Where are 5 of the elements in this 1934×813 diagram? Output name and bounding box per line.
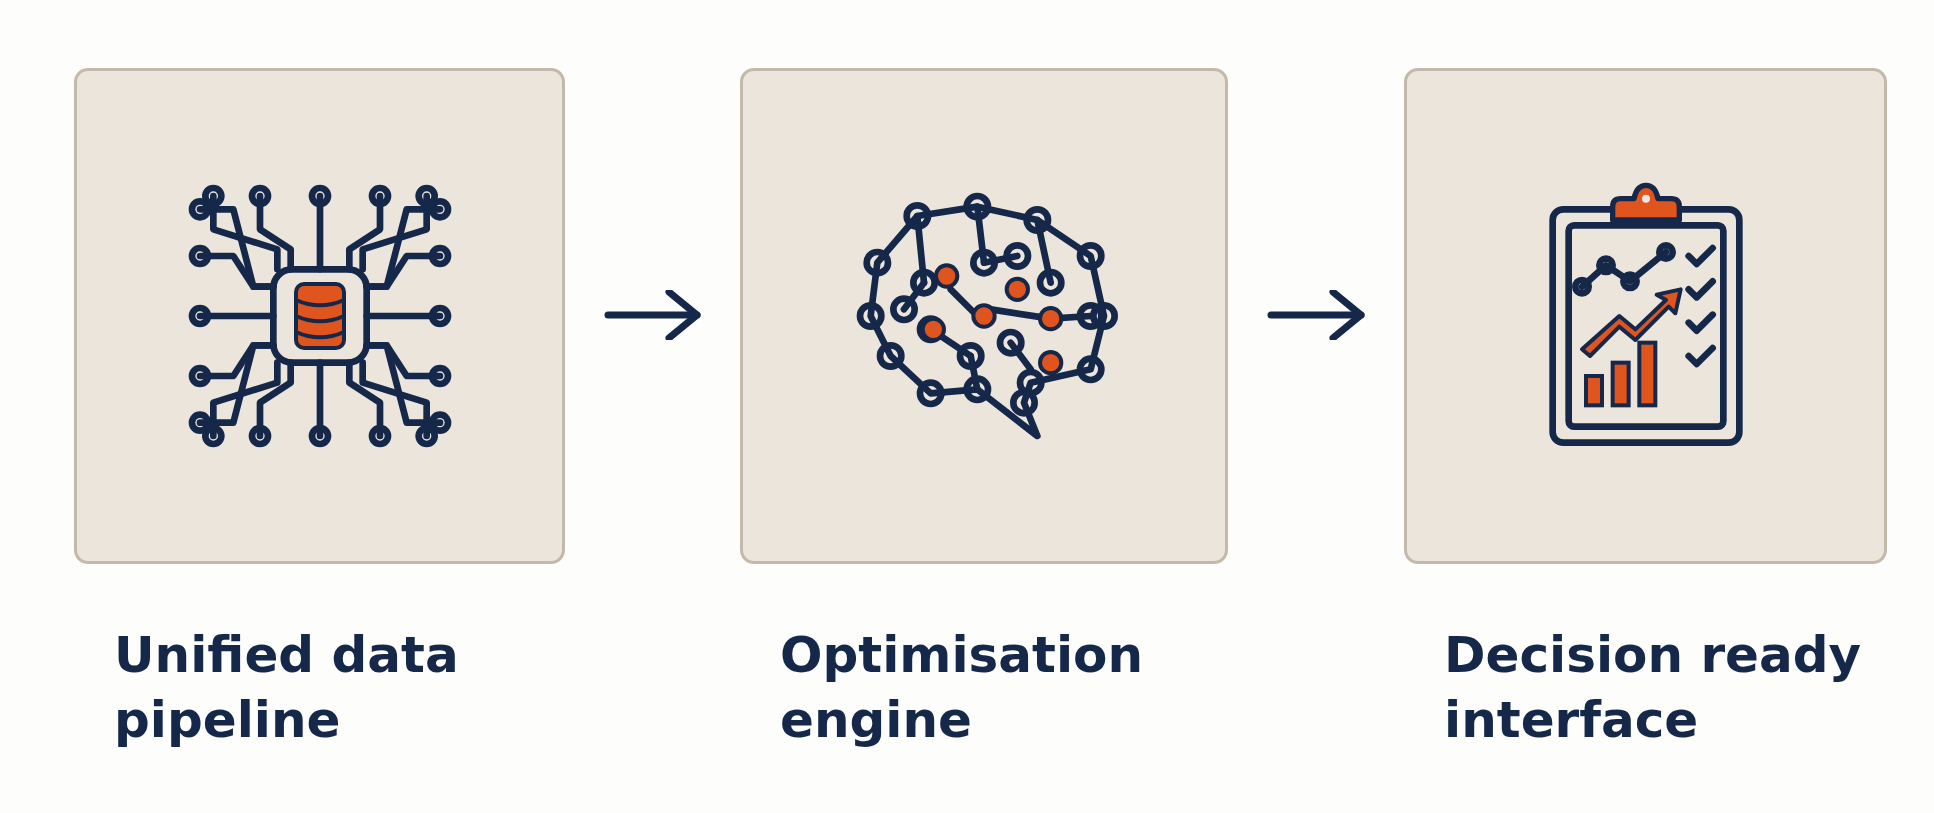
arrow [604, 288, 701, 342]
step-title: Optimisation engine [780, 625, 1145, 751]
step-title: Decision ready interface [1444, 625, 1863, 751]
step-title: Unified data pipeline [114, 625, 460, 751]
arrow [1267, 288, 1365, 342]
